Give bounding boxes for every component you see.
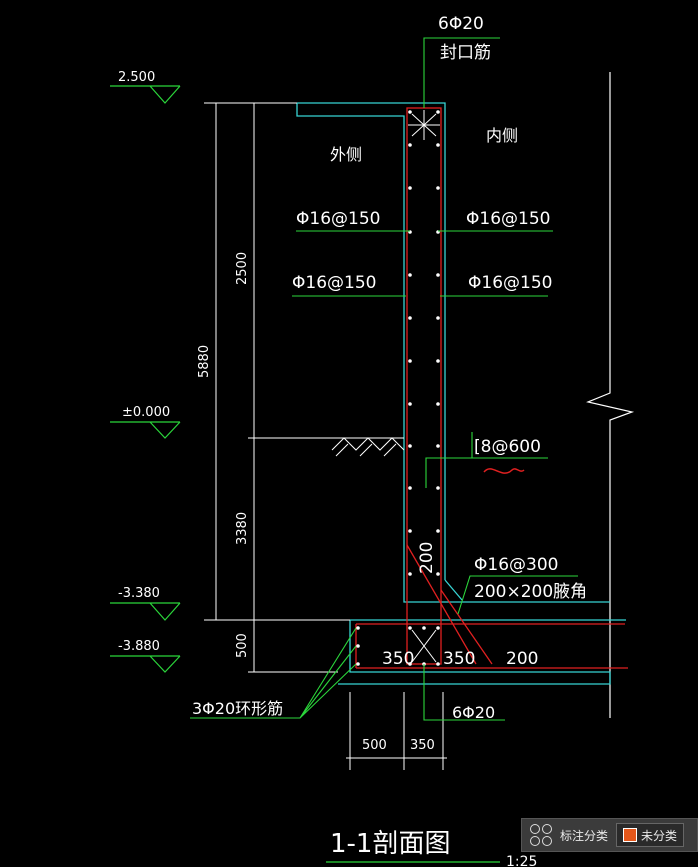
leader-lines bbox=[190, 37, 578, 721]
tie-label: [8@600 bbox=[474, 437, 541, 457]
bottom-bar-label: 6Φ20 bbox=[452, 703, 495, 722]
elevation-ground: ±0.000 bbox=[122, 405, 170, 420]
haunch-label: 200×200腋角 bbox=[474, 582, 587, 602]
elevation-top: 2.500 bbox=[118, 70, 155, 85]
dim-350-a: 350 bbox=[382, 649, 414, 669]
rebar-out-1: Φ16@150 bbox=[296, 209, 380, 229]
dim-350: 350 bbox=[410, 738, 435, 753]
elevation-b: -3.880 bbox=[118, 639, 160, 654]
annotation-category-panel: 标注分类 未分类 bbox=[521, 818, 698, 852]
top-bar-name: 封口筋 bbox=[440, 43, 491, 63]
outer-side-label: 外侧 bbox=[330, 145, 362, 164]
drawing-scale: 1:25 bbox=[506, 854, 537, 867]
dim-total: 5880 bbox=[197, 345, 212, 378]
drawing-title: 1-1剖面图 bbox=[330, 829, 450, 859]
grid-icon[interactable] bbox=[530, 824, 552, 846]
dim-lower: 3380 bbox=[235, 512, 250, 545]
haunch-rebar-label: Φ16@300 bbox=[474, 555, 558, 575]
labels: 6Φ20 封口筋 2.500 ±0.000 -3.380 -3.880 外侧 内… bbox=[118, 14, 587, 867]
elevation-markers bbox=[110, 85, 181, 673]
dim-350-b: 350 bbox=[443, 649, 475, 669]
break-line bbox=[586, 72, 635, 718]
rebar-dots bbox=[356, 110, 440, 666]
dim-vertical bbox=[204, 102, 350, 673]
dim-200-vertical: 200 bbox=[417, 542, 437, 574]
category-chip[interactable]: 未分类 bbox=[616, 823, 685, 847]
dim-base: 500 bbox=[235, 633, 250, 658]
dim-upper: 2500 bbox=[235, 252, 250, 285]
ring-bar-label: 3Φ20环形筋 bbox=[192, 699, 283, 718]
ground-hatch bbox=[330, 437, 405, 457]
tie-symbol bbox=[483, 468, 525, 474]
rebar-in-1: Φ16@150 bbox=[466, 209, 550, 229]
inner-side-label: 内侧 bbox=[486, 126, 518, 145]
dim-bottom bbox=[346, 692, 447, 770]
rebar-out-2: Φ16@150 bbox=[292, 273, 376, 293]
rebar-in-2: Φ16@150 bbox=[468, 273, 552, 293]
dim-500: 500 bbox=[362, 738, 387, 753]
top-bar-label: 6Φ20 bbox=[438, 14, 484, 34]
dim-200-horizontal: 200 bbox=[506, 649, 538, 669]
panel-label: 标注分类 bbox=[560, 828, 609, 843]
elevation-a: -3.380 bbox=[118, 586, 160, 601]
core-cross bbox=[408, 110, 440, 663]
category-chip-label: 未分类 bbox=[641, 828, 678, 843]
wall-outline bbox=[296, 102, 626, 685]
color-swatch-icon bbox=[623, 828, 638, 842]
